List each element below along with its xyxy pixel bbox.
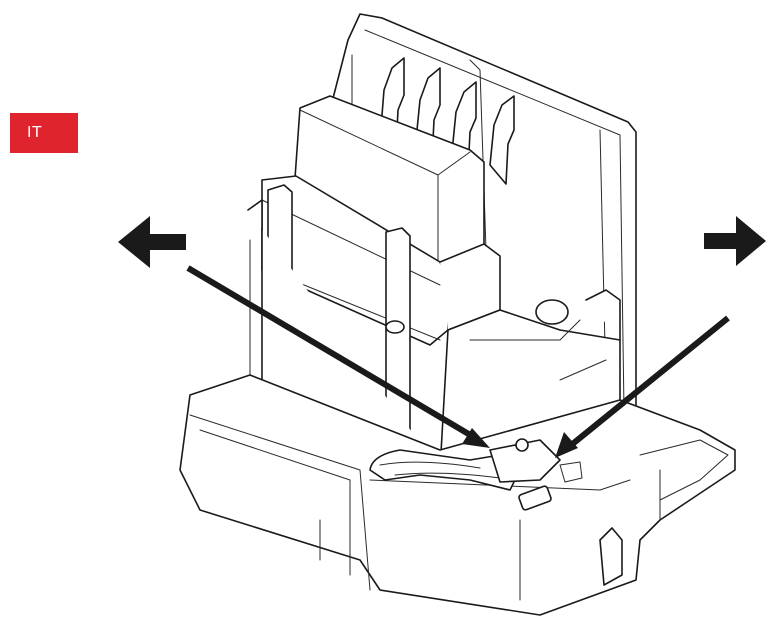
pointer-head-right: [555, 432, 578, 458]
pointer-line-left: [186, 265, 474, 439]
cable-assembly: [369, 438, 583, 511]
arrow-right-icon: [704, 216, 766, 266]
base-tray: [179, 374, 736, 616]
pointer-head-left: [462, 428, 490, 448]
main-body: [247, 199, 621, 471]
pointer-line-right: [568, 315, 730, 449]
arrow-left-icon: [118, 216, 186, 268]
language-badge: IT: [10, 113, 78, 153]
